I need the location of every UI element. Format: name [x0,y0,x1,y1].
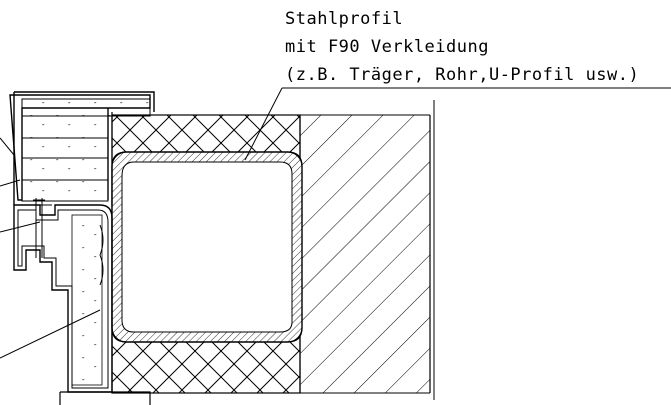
door-frame [9,91,155,405]
wall-masonry [299,100,435,400]
left-leader-lines [0,137,101,359]
annotation-line-1: Stahlprofil [285,9,403,29]
annotation-label: Stahlprofil mit F90 Verkleidung (z.B. Tr… [285,9,639,85]
annotation-line-2: mit F90 Verkleidung [285,37,489,57]
annotation-line-3: (z.B. Träger, Rohr,U-Profil usw.) [285,65,639,85]
annotation-leader [244,87,671,161]
steel-profile-tube [111,151,303,343]
fixing-screw [30,198,52,258]
